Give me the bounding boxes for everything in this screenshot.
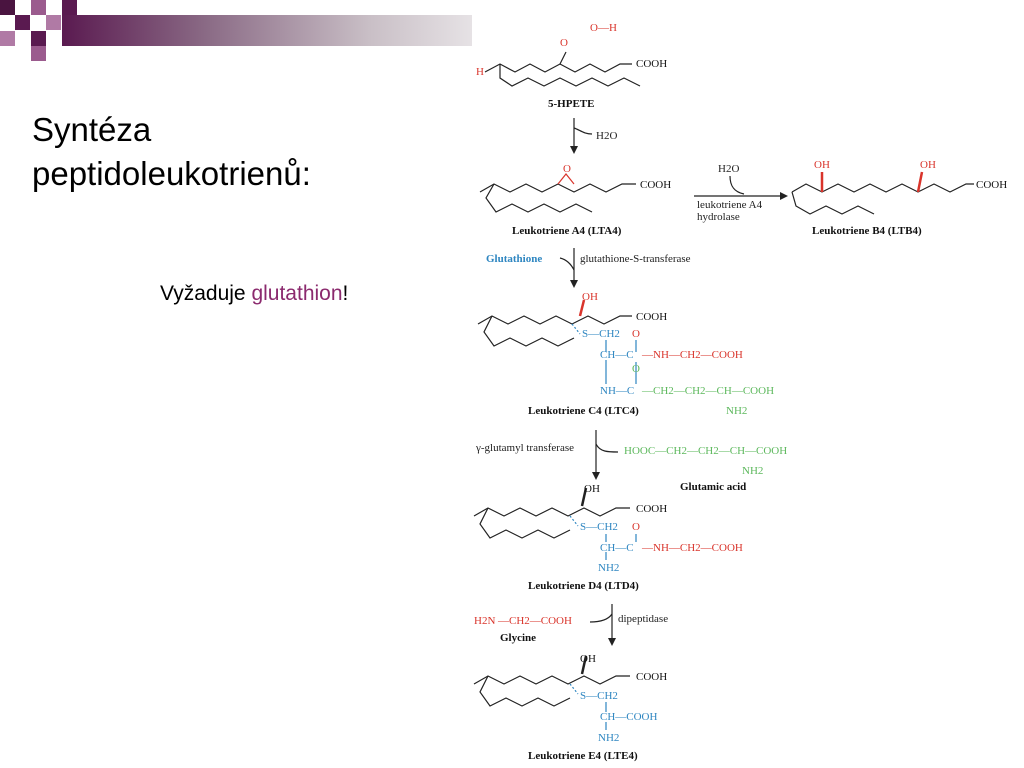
hydrolase-line-2: hydrolase [697,211,740,223]
gst-enzyme-label: glutathione-S-transferase [580,253,691,265]
ltb4-oh-2: OH [920,159,936,171]
ltc4-o-mid: O [632,363,640,375]
ltd4-nh2: NH2 [598,562,619,574]
hpete-h: H [476,66,484,78]
title-line-1: Syntéza [32,111,152,148]
slide-subtitle: Vyžaduje glutathion! [160,282,348,306]
ltb4-label: Leukotriene B4 (LTB4) [812,225,922,237]
subtitle-highlight: glutathion [251,282,343,305]
ltc4-o-top: O [632,328,640,340]
ltc4-cooh: COOH [636,311,667,323]
lte4-label: Leukotriene E4 (LTE4) [528,750,638,762]
glutamic-acid-label: Glutamic acid [680,481,746,493]
header-gradient-bar [62,15,472,46]
lte4-nh2: NH2 [598,732,619,744]
hydrolase-water: H2O [718,163,739,175]
ltc4-s-ch2: S—CH2 [582,328,620,340]
hydrolase-line-1: leukotriene A4 [697,199,763,211]
lte4-cooh: COOH [636,671,667,683]
ltb4-oh-1: OH [814,159,830,171]
ltd4-ch-c: CH—C [600,542,634,554]
glycine-formula: —CH2—COOH [497,615,572,627]
ltc4-label: Leukotriene C4 (LTC4) [528,405,639,417]
title-line-2: peptidoleukotrienů: [32,155,311,192]
ggt-enzyme-label: γ-glutamyl transferase [475,442,574,454]
lta4-o: O [563,163,571,175]
glycine-label: Glycine [500,632,536,644]
ltc4-ch-c: CH—C [600,349,634,361]
lte4-s-ch2: S—CH2 [580,690,618,702]
ltc4-nh-gly: —NH—CH2—COOH [641,349,743,361]
water-loss-label: H2O [596,130,617,142]
dipeptidase-label: dipeptidase [618,613,668,625]
ltd4-label: Leukotriene D4 (LTD4) [528,580,639,592]
ltc4-nh2: NH2 [726,405,747,417]
slide-title: Syntéza peptidoleukotrienů: [32,108,311,196]
ltc4-nh-c: NH—C [600,385,634,397]
glycine-h2n: H2N [474,615,495,627]
ltd4-nh-gly: —NH—CH2—COOH [641,542,743,554]
hpete-o-h: O—H [590,22,617,34]
ltb4-cooh: COOH [976,179,1007,191]
glutathione-label: Glutathione [486,253,542,265]
ltc4-oh: OH [582,291,598,303]
ltd4-cooh: COOH [636,503,667,515]
ltc4-glu-chain: —CH2—CH2—CH—COOH [641,385,774,397]
glutamic-acid-nh2: NH2 [742,465,763,477]
corner-decoration [0,0,80,62]
glutamic-acid-formula: HOOC—CH2—CH2—CH—COOH [624,445,787,457]
hpete-label: 5-HPETE [548,98,594,110]
lta4-cooh: COOH [640,179,671,191]
ltd4-s-ch2: S—CH2 [580,521,618,533]
hpete-cooh: COOH [636,58,667,70]
lte4-ch-cooh: CH—COOH [600,711,658,723]
subtitle-suffix: ! [342,282,349,305]
subtitle-prefix: Vyžaduje [160,282,252,305]
hpete-o: O [560,37,568,49]
ltd4-oh: OH [584,483,600,495]
ltd4-o-top: O [632,521,640,533]
lta4-label: Leukotriene A4 (LTA4) [512,225,622,237]
lte4-oh: OH [580,653,596,665]
